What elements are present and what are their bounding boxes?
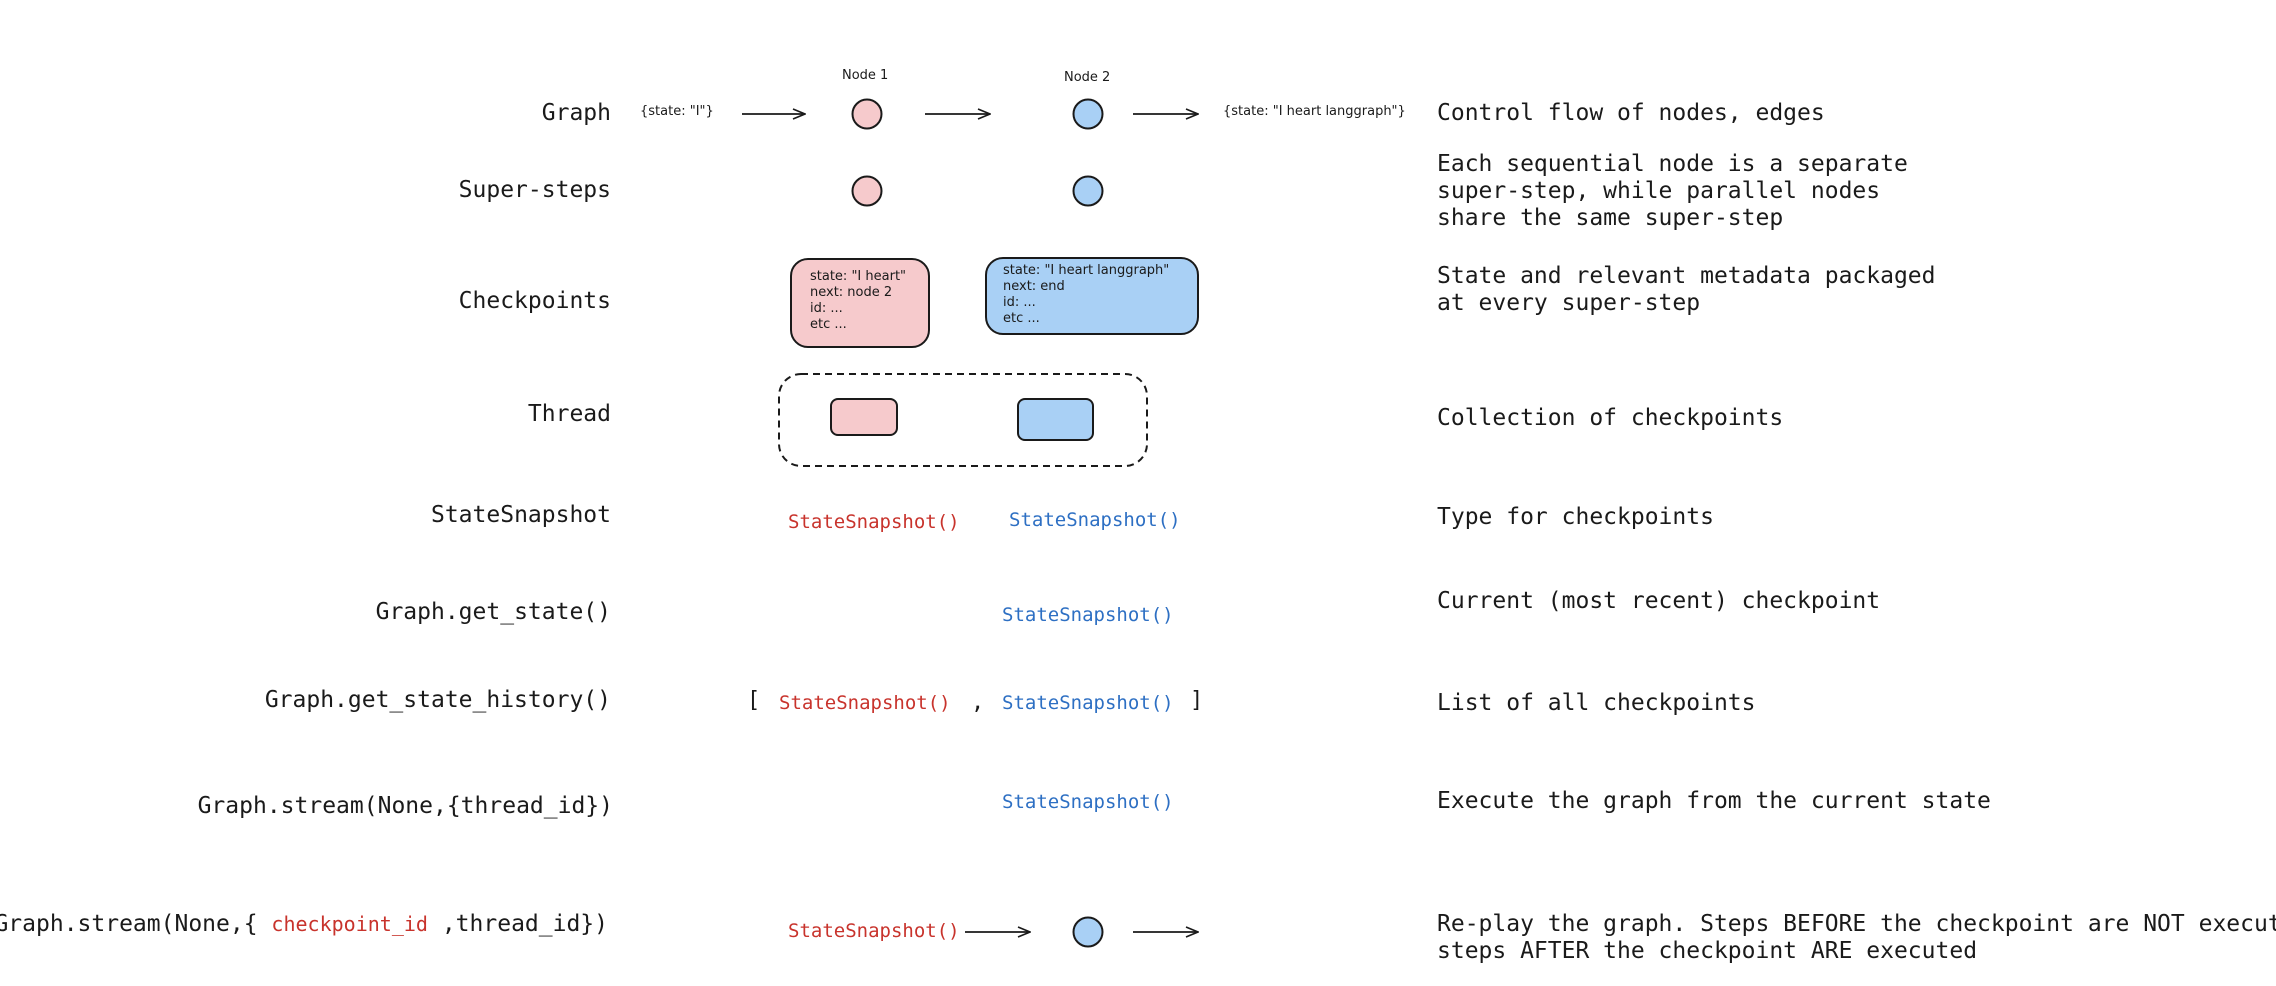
thread-container <box>778 373 1148 467</box>
row-desc-stream-checkpoint: Re-play the graph. Steps BEFORE the chec… <box>1437 911 2276 965</box>
row-label-statesnapshot: StateSnapshot <box>430 502 611 528</box>
checkpoints-desc-line: State and relevant metadata packaged <box>1437 263 1936 289</box>
checkpoints-desc-line: at every super-step <box>1437 290 1701 316</box>
get-state-value: StateSnapshot() <box>1002 604 1174 626</box>
history-snapshot-node2: StateSnapshot() <box>1002 692 1174 714</box>
row-desc-get-state-history: List of all checkpoints <box>1437 690 1756 716</box>
row-desc-graph: Control flow of nodes, edges <box>1437 100 1825 126</box>
stream-checkpoint-label-prefix: Graph.stream(None,{ <box>0 911 258 937</box>
row-label-graph: Graph <box>541 100 611 126</box>
graph-node2-circle <box>1072 98 1104 130</box>
stream-checkpoint-label-highlight: checkpoint_id <box>271 912 428 936</box>
row-label-stream-checkpoint: Graph.stream(None,{ checkpoint_id ,threa… <box>0 911 608 937</box>
replay-snapshot: StateSnapshot() <box>788 920 960 942</box>
superstep-node2-circle <box>1072 175 1104 207</box>
row-desc-stream-thread: Execute the graph from the current state <box>1437 788 1991 814</box>
history-open-bracket: [ <box>747 688 761 713</box>
supersteps-desc-line: super-step, while parallel nodes <box>1437 178 1881 204</box>
checkpoint-box-node2: state: "I heart langgraph" next: end id:… <box>985 257 1199 335</box>
row-desc-statesnapshot: Type for checkpoints <box>1437 504 1714 530</box>
superstep-node1-circle <box>851 175 883 207</box>
stream-checkpoint-label-suffix: ,thread_id}) <box>441 911 608 937</box>
row-label-thread: Thread <box>527 401 611 427</box>
row-label-get-state: Graph.get_state() <box>375 599 611 625</box>
statesnapshot-node2: StateSnapshot() <box>1009 509 1181 531</box>
row-desc-get-state: Current (most recent) checkpoint <box>1437 588 1881 614</box>
replay-node-circle <box>1072 916 1104 948</box>
supersteps-desc-line: share the same super-step <box>1437 205 1784 231</box>
row-desc-thread: Collection of checkpoints <box>1437 405 1784 431</box>
thread-checkpoint-pink <box>830 398 898 436</box>
history-snapshot-node1: StateSnapshot() <box>779 692 951 714</box>
history-comma: , <box>971 690 985 715</box>
checkpoint-box-node1: state: "I heart" next: node 2 id: ... et… <box>790 258 930 348</box>
graph-input-state: {state: "I"} <box>640 104 714 119</box>
graph-node1-label: Node 1 <box>842 68 889 83</box>
row-label-checkpoints: Checkpoints <box>458 288 611 314</box>
stream-checkpoint-desc-line: steps AFTER the checkpoint ARE executed <box>1437 938 1978 964</box>
graph-node2-label: Node 2 <box>1064 70 1111 85</box>
row-label-stream-thread: Graph.stream(None,{thread_id}) <box>197 793 613 819</box>
graph-output-state: {state: "I heart langgraph"} <box>1223 104 1406 119</box>
graph-node1-circle <box>851 98 883 130</box>
stream-thread-value: StateSnapshot() <box>1002 791 1174 813</box>
history-close-bracket: ] <box>1190 688 1204 713</box>
thread-checkpoint-blue <box>1017 398 1094 441</box>
statesnapshot-node1: StateSnapshot() <box>788 511 960 533</box>
row-label-supersteps: Super-steps <box>458 177 611 203</box>
stream-checkpoint-desc-line: Re-play the graph. Steps BEFORE the chec… <box>1437 911 2276 937</box>
supersteps-desc-line: Each sequential node is a separate <box>1437 151 1908 177</box>
row-label-get-state-history: Graph.get_state_history() <box>264 687 611 713</box>
checkpoint-box-node1-text: state: "I heart" next: node 2 id: ... et… <box>810 269 907 332</box>
row-desc-checkpoints: State and relevant metadata packaged at … <box>1437 263 1936 317</box>
checkpoint-box-node2-text: state: "I heart langgraph" next: end id:… <box>1003 263 1170 326</box>
row-desc-supersteps: Each sequential node is a separate super… <box>1437 151 1908 232</box>
